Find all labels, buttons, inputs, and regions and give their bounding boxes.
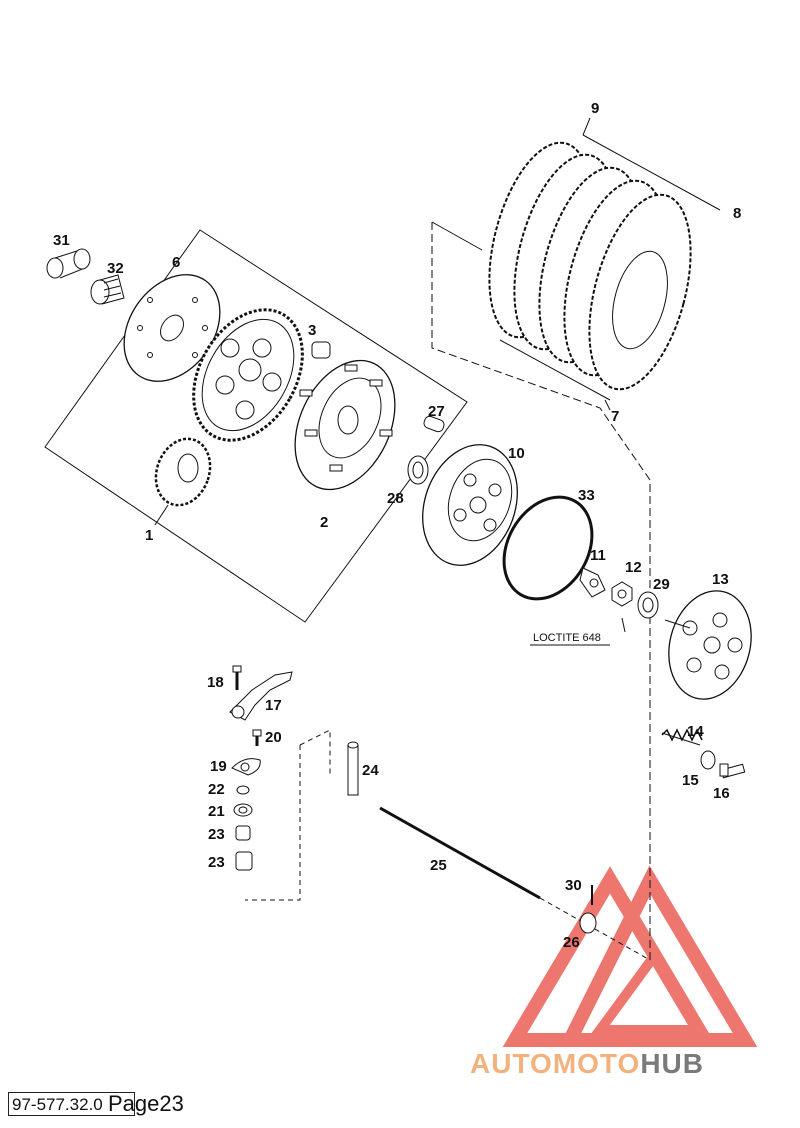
part-2-clutch-basket bbox=[294, 359, 396, 491]
part-12-nut bbox=[611, 581, 633, 607]
callout-12: 12 bbox=[625, 559, 642, 576]
callout-23-lower: 23 bbox=[208, 854, 225, 871]
page-number: Page23 bbox=[108, 1091, 184, 1116]
part-27-pin bbox=[423, 415, 445, 433]
callout-19: 19 bbox=[210, 758, 227, 775]
callout-20: 20 bbox=[265, 729, 282, 746]
part-13-pressure-plate bbox=[664, 590, 752, 700]
callout-2: 2 bbox=[320, 514, 328, 531]
callout-11: 11 bbox=[590, 547, 606, 564]
callout-3: 3 bbox=[308, 322, 316, 339]
bracket-left bbox=[245, 745, 301, 901]
brand-dark-text: HUB bbox=[640, 1048, 704, 1079]
callout-13: 13 bbox=[712, 571, 729, 588]
callout-29: 29 bbox=[653, 576, 670, 593]
callout-21: 21 bbox=[208, 803, 225, 820]
callout-27: 27 bbox=[428, 403, 445, 420]
part-31-sleeve bbox=[46, 248, 91, 279]
callout-17: 17 bbox=[265, 697, 282, 714]
loctite-note: LOCTITE 648 bbox=[533, 632, 601, 644]
part-29-bearing bbox=[637, 591, 659, 619]
callout-23-upper: 23 bbox=[208, 826, 225, 843]
callout-10: 10 bbox=[508, 445, 525, 462]
part-28-washer bbox=[407, 455, 429, 485]
primary-gear bbox=[192, 308, 304, 442]
callout-31: 31 bbox=[53, 232, 70, 249]
box-7-top bbox=[431, 221, 483, 251]
part-22-ring bbox=[236, 785, 250, 795]
callout-26: 26 bbox=[563, 934, 580, 951]
loctite-arrow bbox=[621, 617, 626, 633]
part-3-bushing bbox=[311, 341, 331, 359]
callout-28: 28 bbox=[387, 490, 404, 507]
callout-25: 25 bbox=[430, 857, 447, 874]
callout-14: 14 bbox=[687, 723, 704, 740]
part-18-bolt bbox=[232, 665, 242, 690]
bracket-17-24 bbox=[299, 729, 331, 775]
callout-15: 15 bbox=[682, 772, 699, 789]
assembly-box-7 bbox=[431, 222, 651, 960]
callout-1: 1 bbox=[145, 527, 153, 544]
callout-8: 8 bbox=[733, 205, 741, 222]
callout-18: 18 bbox=[207, 674, 224, 691]
callout-22: 22 bbox=[208, 781, 225, 798]
part-11-lock-washer bbox=[579, 567, 606, 598]
callout-30: 30 bbox=[565, 877, 582, 894]
callout-6: 6 bbox=[172, 254, 180, 271]
callout-33: 33 bbox=[578, 487, 595, 504]
watermark-logo bbox=[502, 865, 758, 1047]
part-15-washer bbox=[700, 750, 716, 770]
part-32-bearing bbox=[90, 274, 125, 305]
callout-16: 16 bbox=[713, 785, 730, 802]
part-6-disc bbox=[123, 274, 221, 382]
callout-7: 7 bbox=[611, 408, 619, 425]
part-21-seal bbox=[233, 803, 253, 817]
small-gear bbox=[154, 437, 212, 507]
part-16-screw bbox=[719, 763, 746, 779]
part-20-bolt bbox=[252, 729, 262, 746]
callout-9: 9 bbox=[591, 100, 599, 117]
brand-light-text: AUTOMOTO bbox=[470, 1048, 641, 1079]
part-10-clutch-hub bbox=[422, 444, 518, 566]
part-23-bushing-lower bbox=[235, 851, 253, 871]
part-26-ball bbox=[579, 912, 597, 934]
document-code: 97-577.32.0 bbox=[8, 1092, 135, 1116]
watermark-brand: AUTOMOTOHUB bbox=[470, 1048, 704, 1080]
part-14-spring bbox=[661, 728, 703, 746]
part-17-lever bbox=[229, 671, 293, 721]
part-23-bushing-upper bbox=[235, 825, 251, 841]
part-24-shaft bbox=[347, 741, 359, 796]
part-19-plate bbox=[231, 758, 261, 776]
clutch-plate-stack bbox=[488, 134, 721, 401]
part-25-pushrod bbox=[379, 806, 651, 961]
callout-32: 32 bbox=[107, 260, 124, 277]
callout-24: 24 bbox=[362, 762, 379, 779]
